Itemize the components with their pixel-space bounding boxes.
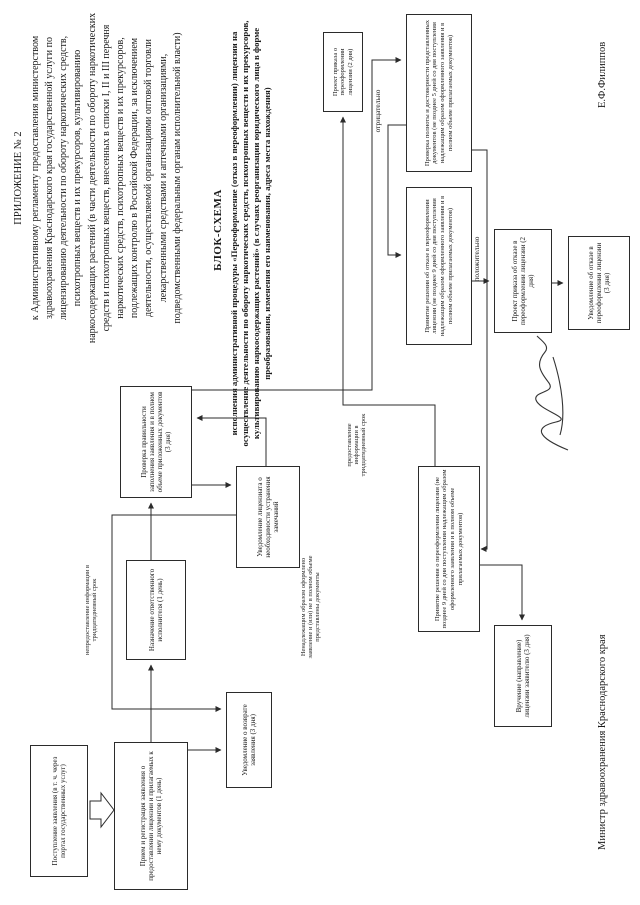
box-proekt_pereoform: Проект приказа о переоформлении лицензии… xyxy=(323,32,363,112)
footer-minister: Министр здравоохранения Краснодарского к… xyxy=(597,634,608,850)
box-reshenie_pereoform: Принятие решения о переоформлении лиценз… xyxy=(418,466,480,632)
box-proverka_polnoty: Проверка полноты и достоверности предста… xyxy=(406,14,472,172)
box-uvedomlenie_licenziata: Уведомление лицензиата о необходимости у… xyxy=(236,466,300,568)
page-subtitle: исполнения административной процедуры «П… xyxy=(229,20,272,447)
box-postuplenie: Поступление заявления (в т. ч. через пор… xyxy=(30,745,88,877)
label-predostavlenie: предоставление информации в тридцатиднев… xyxy=(346,413,368,477)
signature xyxy=(535,335,569,451)
box-proekt_otkaz: Проект приказа об отказе в переоформлени… xyxy=(494,229,552,333)
box-naznachenie: Назначение ответственного исполнителя (1… xyxy=(126,560,186,660)
page-title: БЛОК-СХЕМА xyxy=(212,189,224,271)
label-polozhitelno: положительно xyxy=(472,236,481,282)
box-uvedomlenie_vozvrat: Уведомление о возврате заявления (3 дня) xyxy=(226,692,272,788)
footer-signature-name: Е.Ф.Филиппов xyxy=(597,41,608,108)
box-vruchenie: Вручение (направление) лицензии заявител… xyxy=(494,625,552,727)
label-nepredostavlenie: непредоставление информации в тридцатидн… xyxy=(84,565,99,655)
label-nenadlezhaschim: Ненадлежащим образом оформлено заявление… xyxy=(300,555,322,659)
box-uvedomlenie_otkaz: Уведомление об отказе в переоформлении л… xyxy=(568,236,630,330)
box-priem: Прием и регистрация заявления о предоста… xyxy=(114,742,188,890)
appendix-header: ПРИЛОЖЕНИЕ № 2 к Административному регла… xyxy=(12,12,185,344)
label-otricatelno: отрицательно xyxy=(373,89,382,133)
appendix-text: к Административному регламенту предостав… xyxy=(29,12,183,344)
box-proverka_pravilnosti: Проверка правильности заполнения заявлен… xyxy=(120,386,192,498)
box-reshenie_otkaz: Принятие решения об отказе в переоформле… xyxy=(406,187,472,345)
flow-start-fat-arrow-icon xyxy=(89,791,115,829)
appendix-number: ПРИЛОЖЕНИЕ № 2 xyxy=(13,131,24,225)
